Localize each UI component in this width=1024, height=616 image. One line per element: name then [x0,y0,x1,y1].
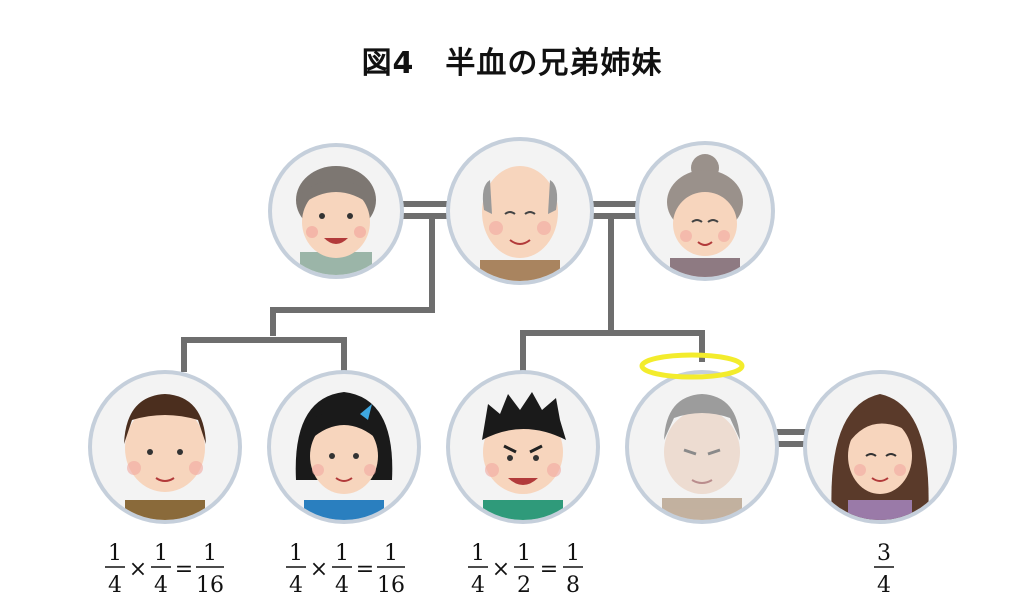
deceased-man-halo-icon [662,394,742,520]
uncle-left-branch-portrait [88,370,242,524]
numerator: 1 [384,541,398,566]
denominator: 4 [154,573,168,598]
numerator: 1 [471,541,485,566]
girl-bob-hair-icon [295,392,393,520]
grandpa-portrait [446,137,594,285]
denominator: 2 [517,573,531,598]
numerator: 3 [877,541,891,566]
diagram-title: 図4 半血の兄弟姉妹 [361,46,663,81]
young-man-icon [124,394,206,520]
equals: = [540,557,558,582]
sibling-bar-right [520,330,705,372]
numerator: 1 [203,541,217,566]
denominator: 16 [196,573,224,598]
numerator: 1 [517,541,531,566]
equals: = [356,557,374,582]
share-formula-b: 1 4 × 1 4 = 1 16 [286,541,405,598]
denominator: 16 [377,573,405,598]
deceased-portrait [625,352,779,524]
numerator: 1 [108,541,122,566]
spouse-portrait [803,370,957,524]
halo-icon [639,352,745,380]
equals: = [175,557,193,582]
numerator: 1 [154,541,168,566]
bald-grandfather-icon [480,166,560,281]
share-formula-c: 1 4 × 1 2 = 1 8 [468,541,583,598]
operator: × [492,557,510,582]
nephew-portrait [446,370,600,524]
grandmother-bun-icon [667,154,743,277]
operator: × [310,557,328,582]
share-formula-spouse: 3 4 [874,541,894,598]
numerator: 1 [335,541,349,566]
aunt-left-branch-portrait [267,370,421,524]
smiling-grandmother-icon [296,166,376,275]
numerator: 1 [566,541,580,566]
share-formula-a: 1 4 × 1 4 = 1 16 [105,541,224,598]
boy-spiky-hair-icon [482,392,566,520]
numerator: 1 [289,541,303,566]
operator: × [129,557,147,582]
denominator: 4 [335,573,349,598]
denominator: 4 [108,573,122,598]
branch-line-left [270,216,435,336]
denominator: 4 [877,573,891,598]
woman-long-hair-icon [831,394,929,520]
grandma-left-portrait [268,143,404,279]
denominator: 4 [289,573,303,598]
sibling-bar-left [181,337,347,372]
denominator: 4 [471,573,485,598]
denominator: 8 [566,573,580,598]
grandma-right-portrait [635,141,775,281]
